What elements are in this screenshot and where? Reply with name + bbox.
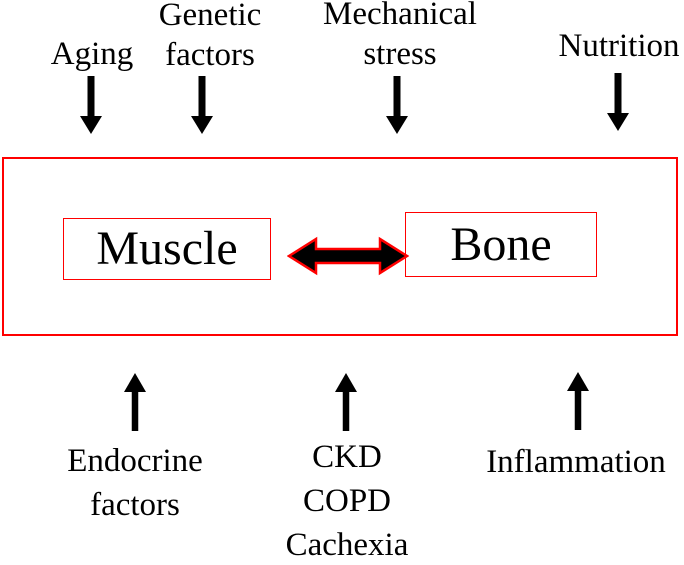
inflammation-up-arrow-icon — [566, 372, 590, 430]
label-endocrine-factors: Endocrine factors — [67, 443, 203, 523]
label-ckd-copd-cachexia: CKD COPD Cachexia — [285, 439, 409, 563]
muscle-box-label: Muscle — [96, 222, 238, 275]
nutrition-down-arrow-icon — [606, 73, 630, 131]
genetic-down-arrow-icon — [190, 76, 214, 134]
endocrine-up-arrow-icon — [123, 373, 147, 431]
mechanical-down-arrow-icon — [385, 76, 409, 134]
aging-down-arrow-icon — [79, 76, 103, 134]
muscle-bone-double-arrow-icon — [286, 235, 410, 282]
label-mechanical-stress: Mechanical stress — [323, 0, 477, 72]
bone-box: Bone — [405, 212, 597, 277]
label-genetic-factors: Genetic factors — [158, 0, 262, 73]
bone-box-label: Bone — [450, 217, 552, 271]
label-nutrition: Nutrition — [558, 28, 680, 64]
diseases-up-arrow-icon — [334, 373, 358, 431]
label-inflammation: Inflammation — [486, 444, 666, 480]
label-aging: Aging — [50, 36, 134, 72]
muscle-box: Muscle — [63, 218, 271, 280]
